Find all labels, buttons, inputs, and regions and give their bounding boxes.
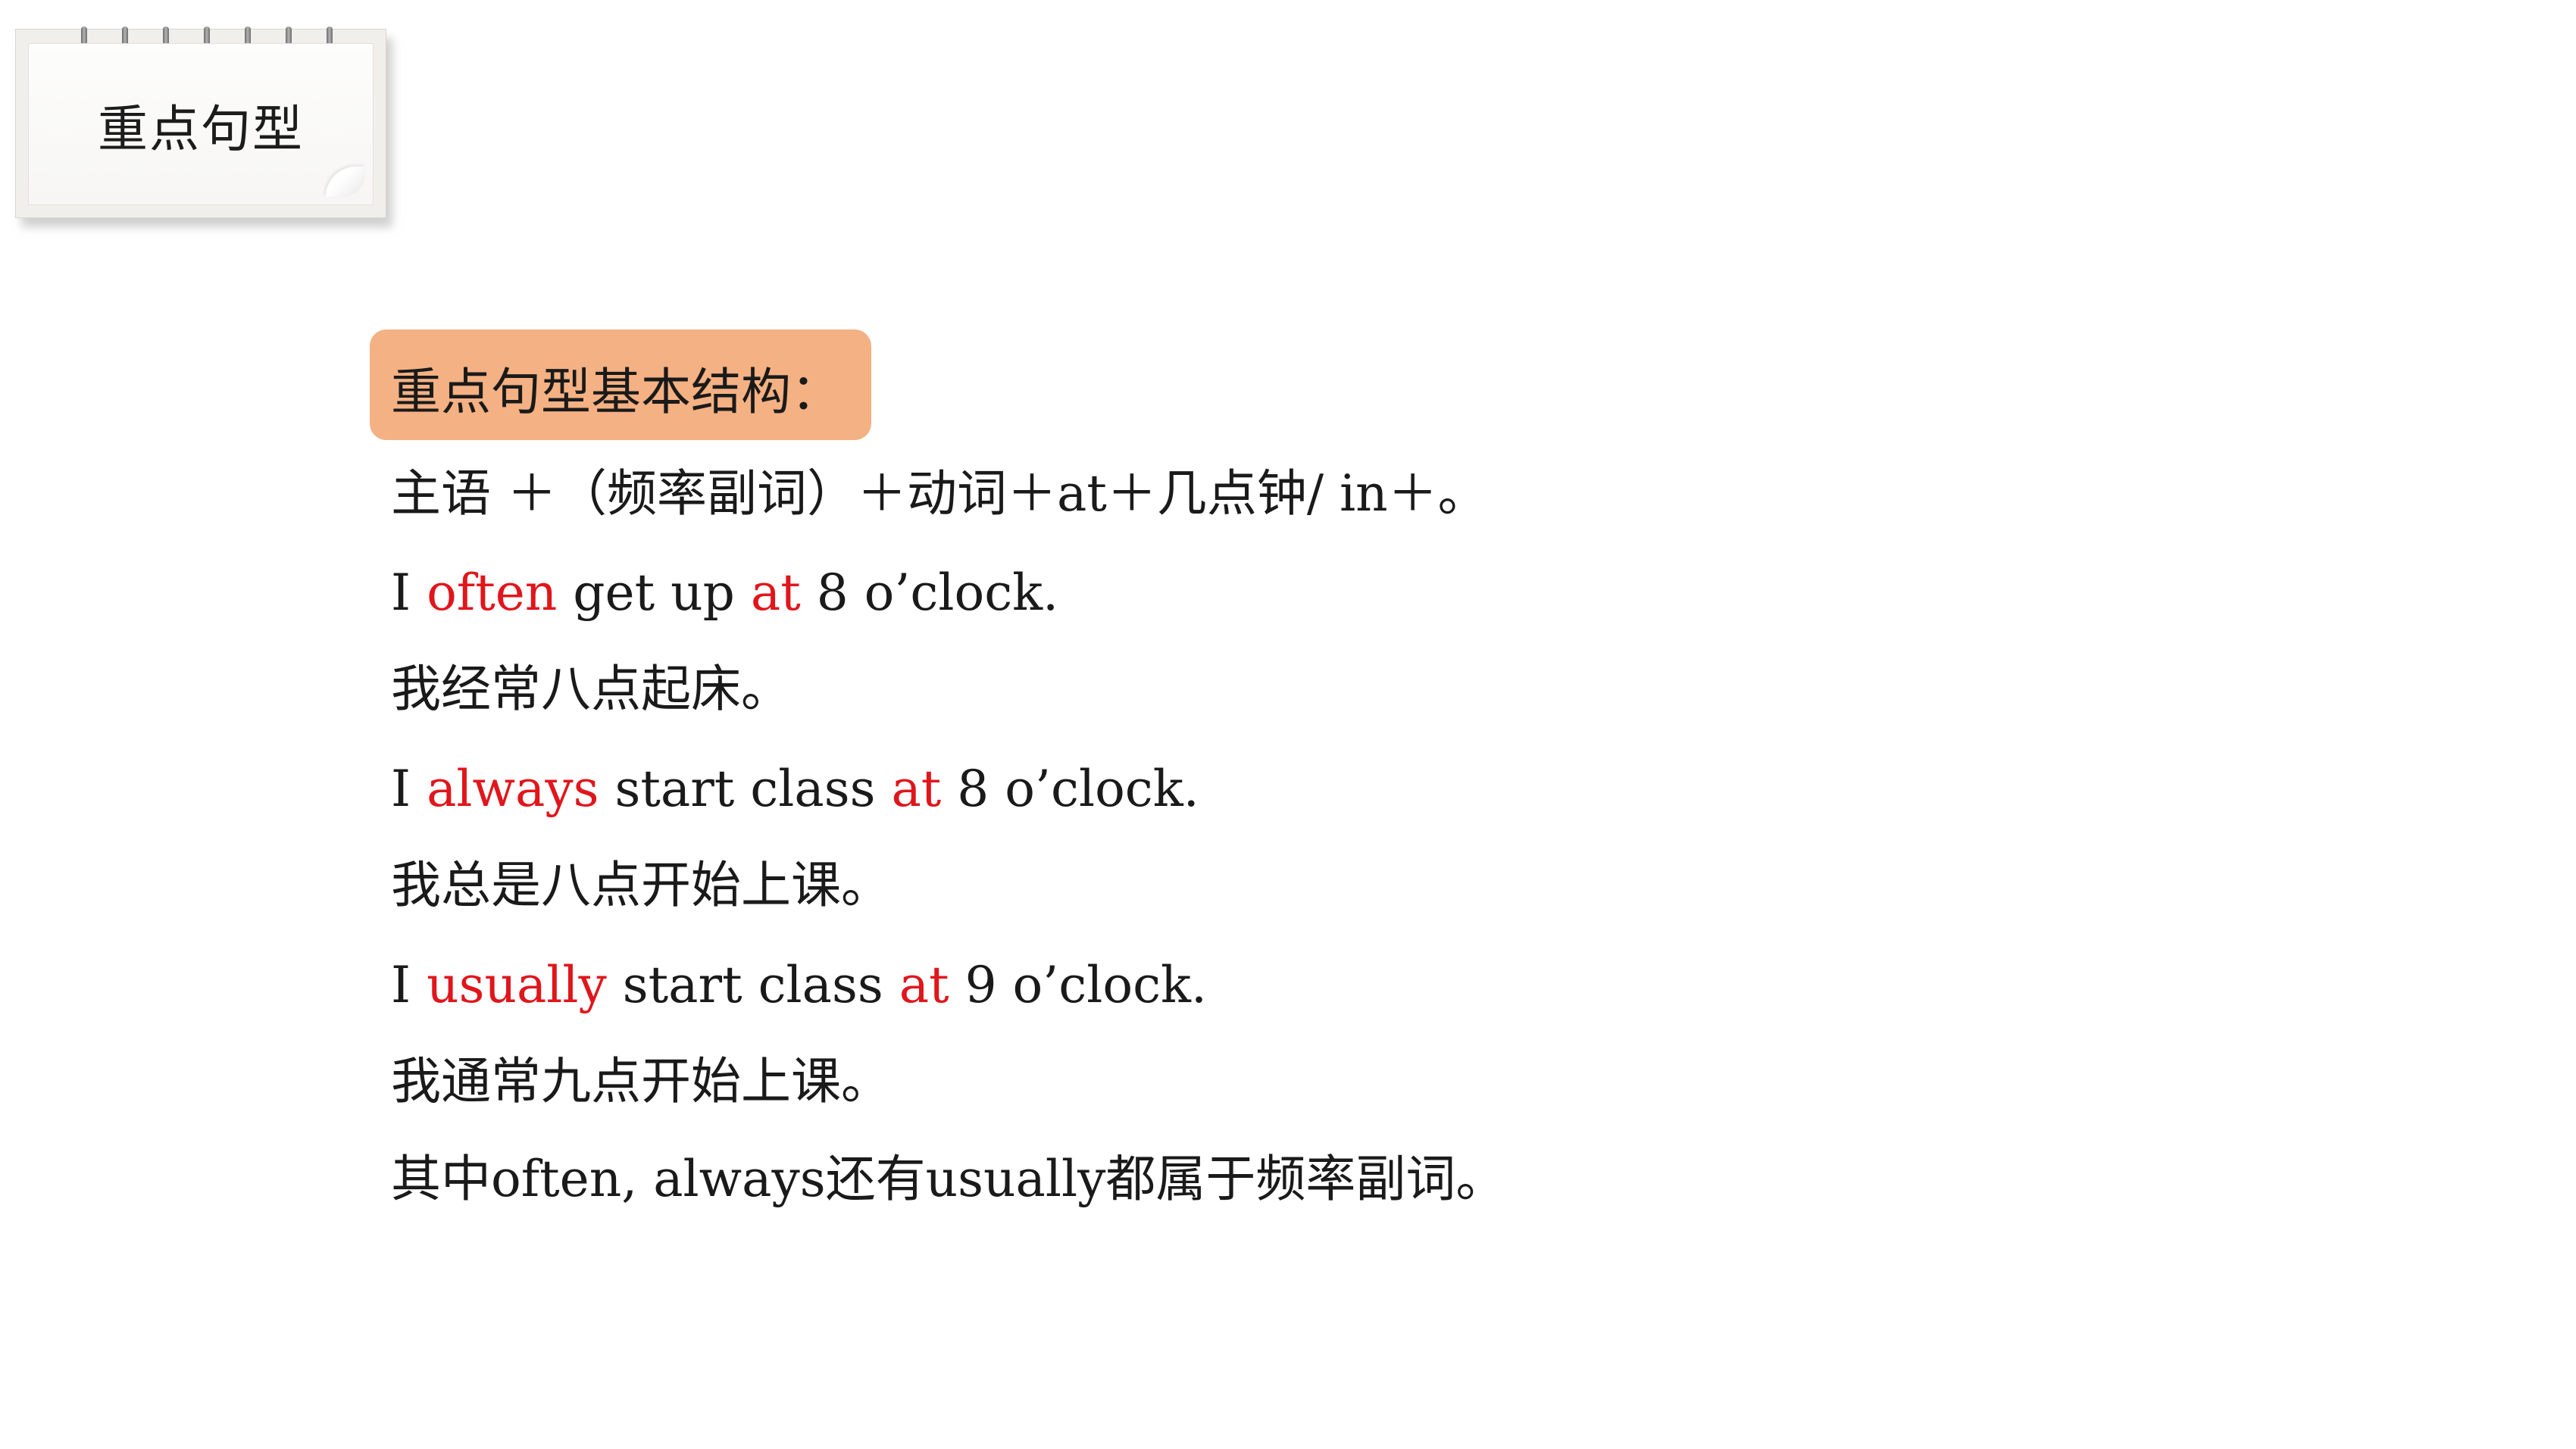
spiral-ring-icon: [245, 27, 251, 52]
frequency-adverb: usually: [427, 956, 607, 1014]
notepad-paper: 重点句型: [15, 27, 386, 218]
preposition-at: at: [750, 564, 801, 622]
structure-badge: [370, 329, 871, 440]
example-2-chinese: 我总是八点开始上课。: [391, 856, 891, 914]
sentence-formula: 主语 ＋（频率副词）＋动词＋at＋几点钟/ in＋。: [391, 464, 1488, 523]
page-title: 重点句型: [98, 100, 304, 158]
spiral-ring-icon: [81, 27, 87, 52]
example-3-english: I usually start class at 9 o’clock.: [391, 955, 1207, 1016]
subject-text: I: [391, 760, 427, 818]
structure-label: 重点句型基本结构：: [391, 363, 841, 421]
spiral-ring-icon: [327, 27, 333, 52]
preposition-at: at: [891, 760, 942, 818]
spiral-ring-icon: [286, 27, 292, 52]
subject-text: I: [391, 564, 427, 622]
page-curl-icon: [326, 167, 365, 197]
example-1-chinese: 我经常八点起床。: [391, 660, 791, 718]
frequency-adverb: always: [427, 760, 599, 818]
spiral-ring-icon: [204, 27, 210, 52]
example-1-english: I often get up at 8 o’clock.: [391, 563, 1058, 623]
spiral-ring-icon: [122, 27, 128, 52]
time-phrase: 9 o’clock.: [949, 956, 1208, 1014]
verb-phrase: start class: [599, 760, 892, 818]
frequency-adverb: often: [427, 564, 558, 622]
subject-text: I: [391, 956, 427, 1014]
summary-note: 其中often, always还有usually都属于频率副词。: [391, 1150, 1506, 1208]
time-phrase: 8 o’clock.: [941, 760, 1199, 818]
notepad-sheet: [28, 43, 374, 205]
verb-phrase: get up: [557, 564, 751, 622]
example-3-chinese: 我通常九点开始上课。: [391, 1052, 891, 1110]
preposition-at: at: [899, 956, 949, 1014]
title-notepad-card: 重点句型: [15, 27, 392, 227]
example-2-english: I always start class at 8 o’clock.: [391, 759, 1199, 820]
verb-phrase: start class: [606, 956, 899, 1014]
spiral-ring-icon: [163, 27, 169, 52]
time-phrase: 8 o’clock.: [800, 564, 1059, 622]
